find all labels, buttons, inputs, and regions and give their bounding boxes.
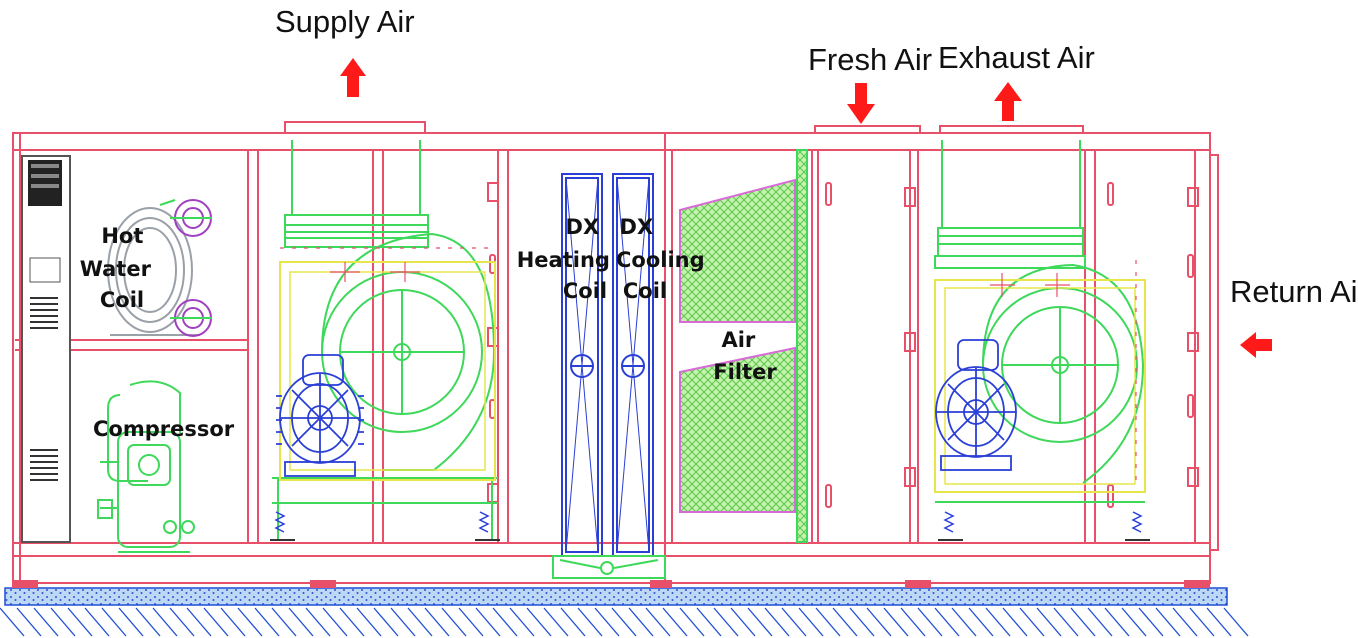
dx-cooling-coil-label: DX Cooling Coil <box>616 215 712 303</box>
exhaust-air-arrow-icon <box>994 82 1022 121</box>
dx-heating-coil-label: DX Heating Coil <box>517 215 618 303</box>
air-filter <box>679 149 808 543</box>
fresh-air-arrow-icon <box>847 83 875 124</box>
unit-casing <box>12 121 1219 584</box>
return-fan-motor <box>935 339 1017 471</box>
supply-air-label: Supply Air <box>275 4 415 39</box>
return-air-label: Return Air <box>1230 274 1358 309</box>
return-air-arrow-icon <box>1240 332 1272 358</box>
hot-water-coil <box>107 199 212 337</box>
supply-fan <box>270 140 500 541</box>
compressor <box>97 380 195 553</box>
air-filter-label: Air Filter <box>713 328 777 384</box>
ground-foundation <box>0 580 1249 637</box>
hot-water-coil-label: Hot Water Coil <box>80 224 159 312</box>
exhaust-air-label: Exhaust Air <box>938 40 1095 75</box>
return-fan <box>934 140 1150 541</box>
supply-air-arrow-icon <box>340 58 366 97</box>
supply-fan-motor <box>276 354 364 477</box>
control-panel <box>21 155 71 543</box>
compressor-label: Compressor <box>93 417 235 441</box>
drain-pan <box>552 555 666 579</box>
fresh-air-label: Fresh Air <box>808 42 932 77</box>
